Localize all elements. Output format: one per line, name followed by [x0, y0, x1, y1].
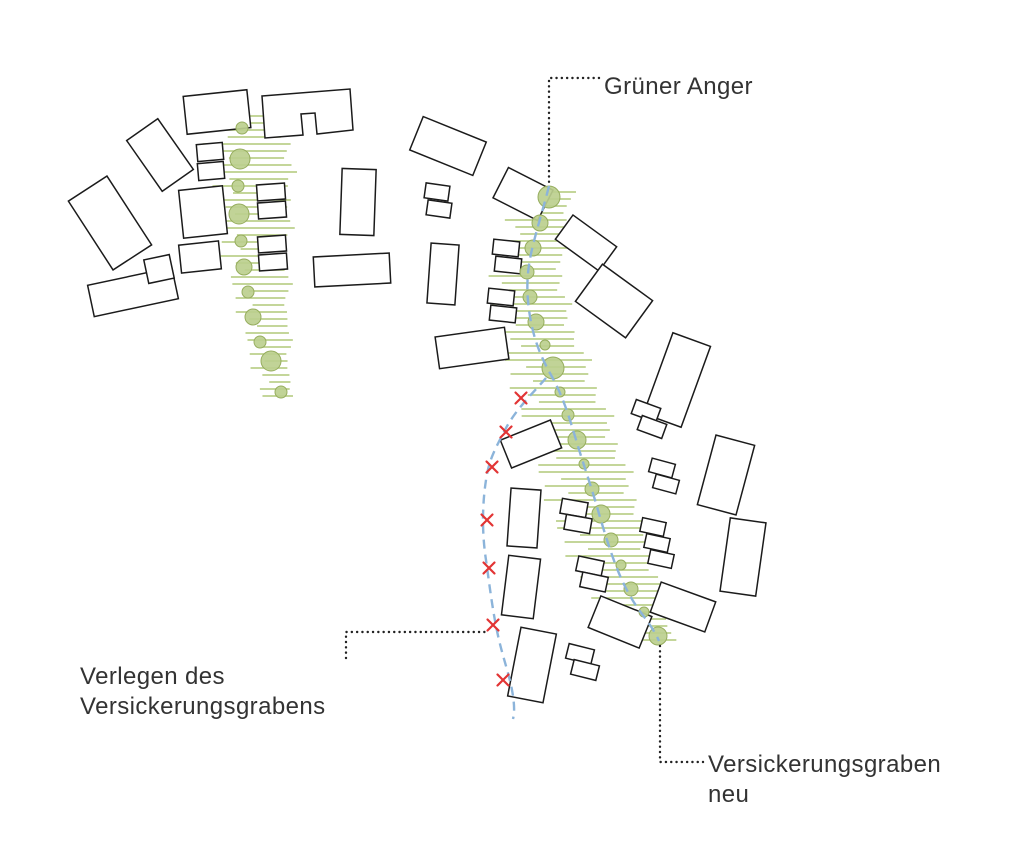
- tree-circle: [591, 504, 611, 524]
- building: [574, 263, 654, 339]
- tree-circle: [623, 581, 639, 597]
- tree-circle: [561, 408, 575, 422]
- tree-circle: [231, 179, 245, 193]
- building: [125, 117, 195, 193]
- label-verlegen-des-versickerungsgrabens: Verlegen des Versickerungsgrabens: [80, 662, 325, 722]
- building: [491, 238, 521, 258]
- tree-circle: [584, 481, 600, 497]
- tree-circle: [527, 313, 545, 331]
- building: [719, 517, 767, 597]
- label-neu-line2: neu: [708, 781, 750, 808]
- label-gruener-anger: Grüner Anger: [604, 72, 753, 102]
- building: [257, 252, 289, 272]
- building: [563, 513, 593, 535]
- building: [506, 626, 558, 704]
- leader-line-versickerungsgraben-neu: [658, 644, 705, 764]
- tree-circle: [244, 308, 262, 326]
- leader-line-verlegen: [344, 630, 490, 660]
- tree-circle: [615, 559, 627, 571]
- building: [408, 115, 488, 177]
- trees-group: [228, 121, 668, 646]
- removal-x-mark: [482, 561, 496, 575]
- building: [256, 234, 288, 254]
- tree-circle: [522, 289, 538, 305]
- building: [506, 487, 542, 549]
- infiltration-ditch-new-path: [526, 185, 661, 642]
- tree-circle: [229, 148, 251, 170]
- tree-circle: [234, 234, 248, 248]
- building: [559, 497, 589, 519]
- building: [493, 255, 523, 275]
- building: [636, 414, 668, 440]
- building: [569, 658, 601, 682]
- label-neu-line1: Versickerungsgraben: [708, 751, 942, 778]
- tree-circle: [539, 339, 551, 351]
- leader-lines-group: [344, 76, 705, 764]
- building: [578, 571, 610, 593]
- label-versickerungsgraben-neu: Versickerungsgraben neu: [708, 750, 941, 810]
- building: [434, 326, 510, 370]
- tree-circle: [274, 385, 288, 399]
- tree-circle: [260, 350, 282, 372]
- x-stroke: [485, 460, 499, 474]
- tree-circle: [241, 285, 255, 299]
- building: [426, 242, 460, 306]
- building: [642, 331, 712, 429]
- building: [261, 88, 354, 139]
- label-verlegen-line2: Versickerungsgrabens: [80, 693, 326, 720]
- building: [177, 240, 223, 274]
- building: [312, 252, 392, 288]
- removal-x-mark: [514, 391, 528, 405]
- building: [696, 434, 756, 516]
- building: [67, 175, 153, 271]
- building: [642, 532, 672, 554]
- removal-x-mark: [486, 618, 500, 632]
- x-stroke: [499, 425, 513, 439]
- x-stroke: [482, 561, 496, 575]
- leader-line-gruener-anger: [547, 76, 601, 188]
- removal-x-mark: [480, 513, 494, 527]
- building: [646, 548, 676, 570]
- tree-circle: [235, 121, 249, 135]
- building: [638, 516, 668, 538]
- building: [425, 199, 453, 219]
- tree-circle: [228, 203, 250, 225]
- building: [142, 253, 176, 285]
- building: [488, 304, 518, 324]
- building: [499, 419, 563, 469]
- tree-circle: [235, 258, 253, 276]
- building: [177, 185, 229, 239]
- building: [651, 473, 681, 495]
- x-stroke: [496, 673, 510, 687]
- tree-circle: [524, 239, 542, 257]
- building: [182, 88, 252, 136]
- building: [554, 213, 618, 273]
- removal-x-mark: [485, 460, 499, 474]
- building: [256, 200, 288, 220]
- x-stroke: [514, 391, 528, 405]
- building: [255, 182, 287, 202]
- building: [196, 160, 226, 182]
- tree-circle: [253, 335, 267, 349]
- building: [486, 287, 516, 307]
- tree-circle: [541, 356, 565, 380]
- building: [500, 554, 542, 620]
- removal-x-marks-group: [480, 391, 528, 687]
- removal-x-mark: [499, 425, 513, 439]
- building: [339, 167, 377, 237]
- building: [587, 594, 653, 650]
- building: [195, 141, 225, 163]
- x-stroke: [486, 618, 500, 632]
- removal-x-mark: [496, 673, 510, 687]
- buildings-group: [67, 88, 767, 704]
- building: [423, 182, 451, 202]
- x-stroke: [480, 513, 494, 527]
- label-gruener-anger-text: Grüner Anger: [604, 73, 753, 100]
- building: [649, 581, 717, 633]
- label-verlegen-line1: Verlegen des: [80, 663, 225, 690]
